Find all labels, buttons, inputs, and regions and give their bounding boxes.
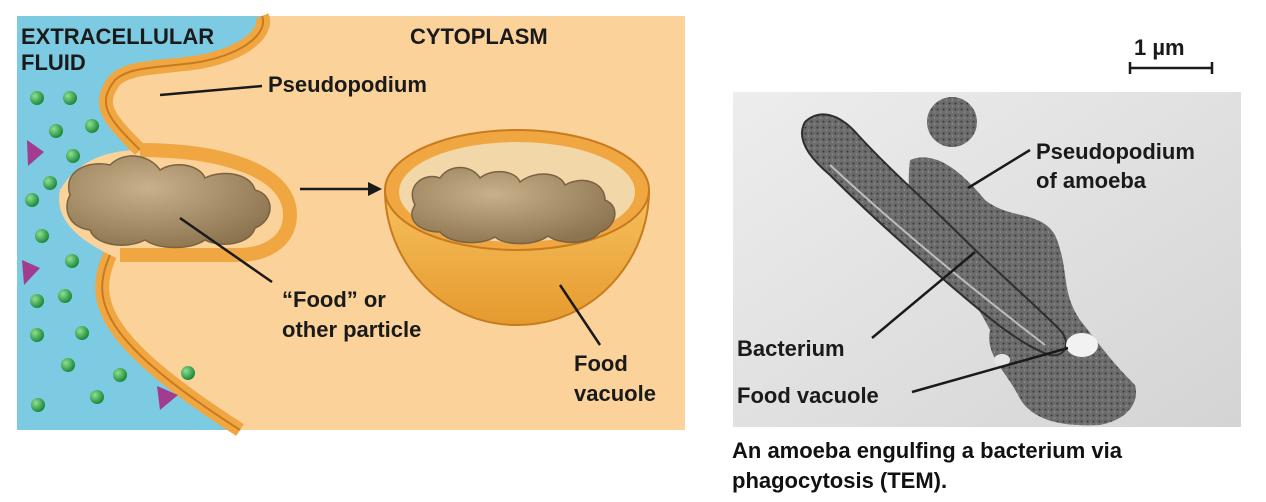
micrograph-pseudopodium-label-line1: Pseudopodium (1036, 139, 1195, 164)
micrograph-bacterium-label: Bacterium (737, 336, 845, 361)
pseudopodium-membrane-lower-edge (101, 254, 241, 431)
green-molecule (49, 124, 63, 138)
micrograph-bacterium-leader (871, 251, 976, 339)
food-label-line1: “Food” or (282, 287, 386, 312)
caption-line1: An amoeba engulfing a bacterium via (732, 438, 1122, 463)
green-molecule (90, 390, 104, 404)
figure-caption: An amoeba engulfing a bacterium via phag… (732, 436, 1252, 496)
transition-arrow (300, 182, 382, 196)
vacuole-leader-line (558, 284, 602, 346)
phagocytosis-diagram: EXTRACELLULAR FLUID CYTOPLASM Pseudopodi… (17, 13, 685, 436)
caption-line2: phagocytosis (TEM). (732, 468, 948, 493)
green-molecule (30, 91, 44, 105)
micrograph-vacuole-label: Food vacuole (737, 383, 879, 408)
vacuole-label-line1: Food (574, 351, 628, 376)
micrograph-pseudopodium-label-line2: of amoeba (1036, 168, 1147, 193)
cell-fragment (927, 97, 977, 147)
amoeba-pseudopodium (908, 157, 1136, 426)
vacuole-label-line2: vacuole (574, 381, 656, 406)
green-molecule (43, 176, 57, 190)
food-vacuole (383, 129, 651, 327)
pseudopodium-inner-fold (120, 143, 298, 262)
extracellular-molecules (22, 91, 195, 412)
vacuole-space-small (994, 354, 1010, 366)
green-molecule (35, 229, 49, 243)
green-molecule (65, 254, 79, 268)
purple-molecule (27, 140, 44, 166)
green-molecule (113, 368, 127, 382)
food-leader-line (179, 216, 273, 284)
fluid-label: FLUID (21, 50, 86, 75)
food-label-line2: other particle (282, 317, 421, 342)
pseudopodium-label: Pseudopodium (268, 72, 427, 97)
green-molecule (75, 326, 89, 340)
micrograph-pseudopodium-leader (967, 148, 1031, 190)
cytoplasm-label: CYTOPLASM (410, 24, 548, 49)
extracellular-label: EXTRACELLULAR (21, 24, 214, 49)
green-molecule (31, 398, 45, 412)
green-molecule (30, 294, 44, 308)
purple-molecule (22, 260, 40, 285)
engulfed-food (411, 166, 616, 245)
tem-micrograph: 1 µm Pseudopodium of amoeba Bacterium Fo… (733, 35, 1241, 427)
green-molecule (66, 149, 80, 163)
green-molecule (58, 289, 72, 303)
green-molecule (25, 193, 39, 207)
scale-bar-label: 1 µm (1134, 35, 1185, 60)
micrograph-vacuole-leader (911, 346, 1069, 394)
green-molecule (61, 358, 75, 372)
purple-molecule (157, 386, 178, 410)
green-molecule (63, 91, 77, 105)
vacuole-membrane-line (829, 164, 1046, 346)
green-molecule (30, 328, 44, 342)
pseudopodium-membrane-upper-edge (104, 15, 265, 151)
arrow-head (368, 182, 382, 196)
green-molecule (181, 366, 195, 380)
vacuole-space (1066, 333, 1098, 357)
green-molecule (85, 119, 99, 133)
extracellular-fluid-region (17, 16, 264, 430)
food-particle (66, 155, 271, 249)
pseudopodium-leader-line (159, 84, 263, 97)
